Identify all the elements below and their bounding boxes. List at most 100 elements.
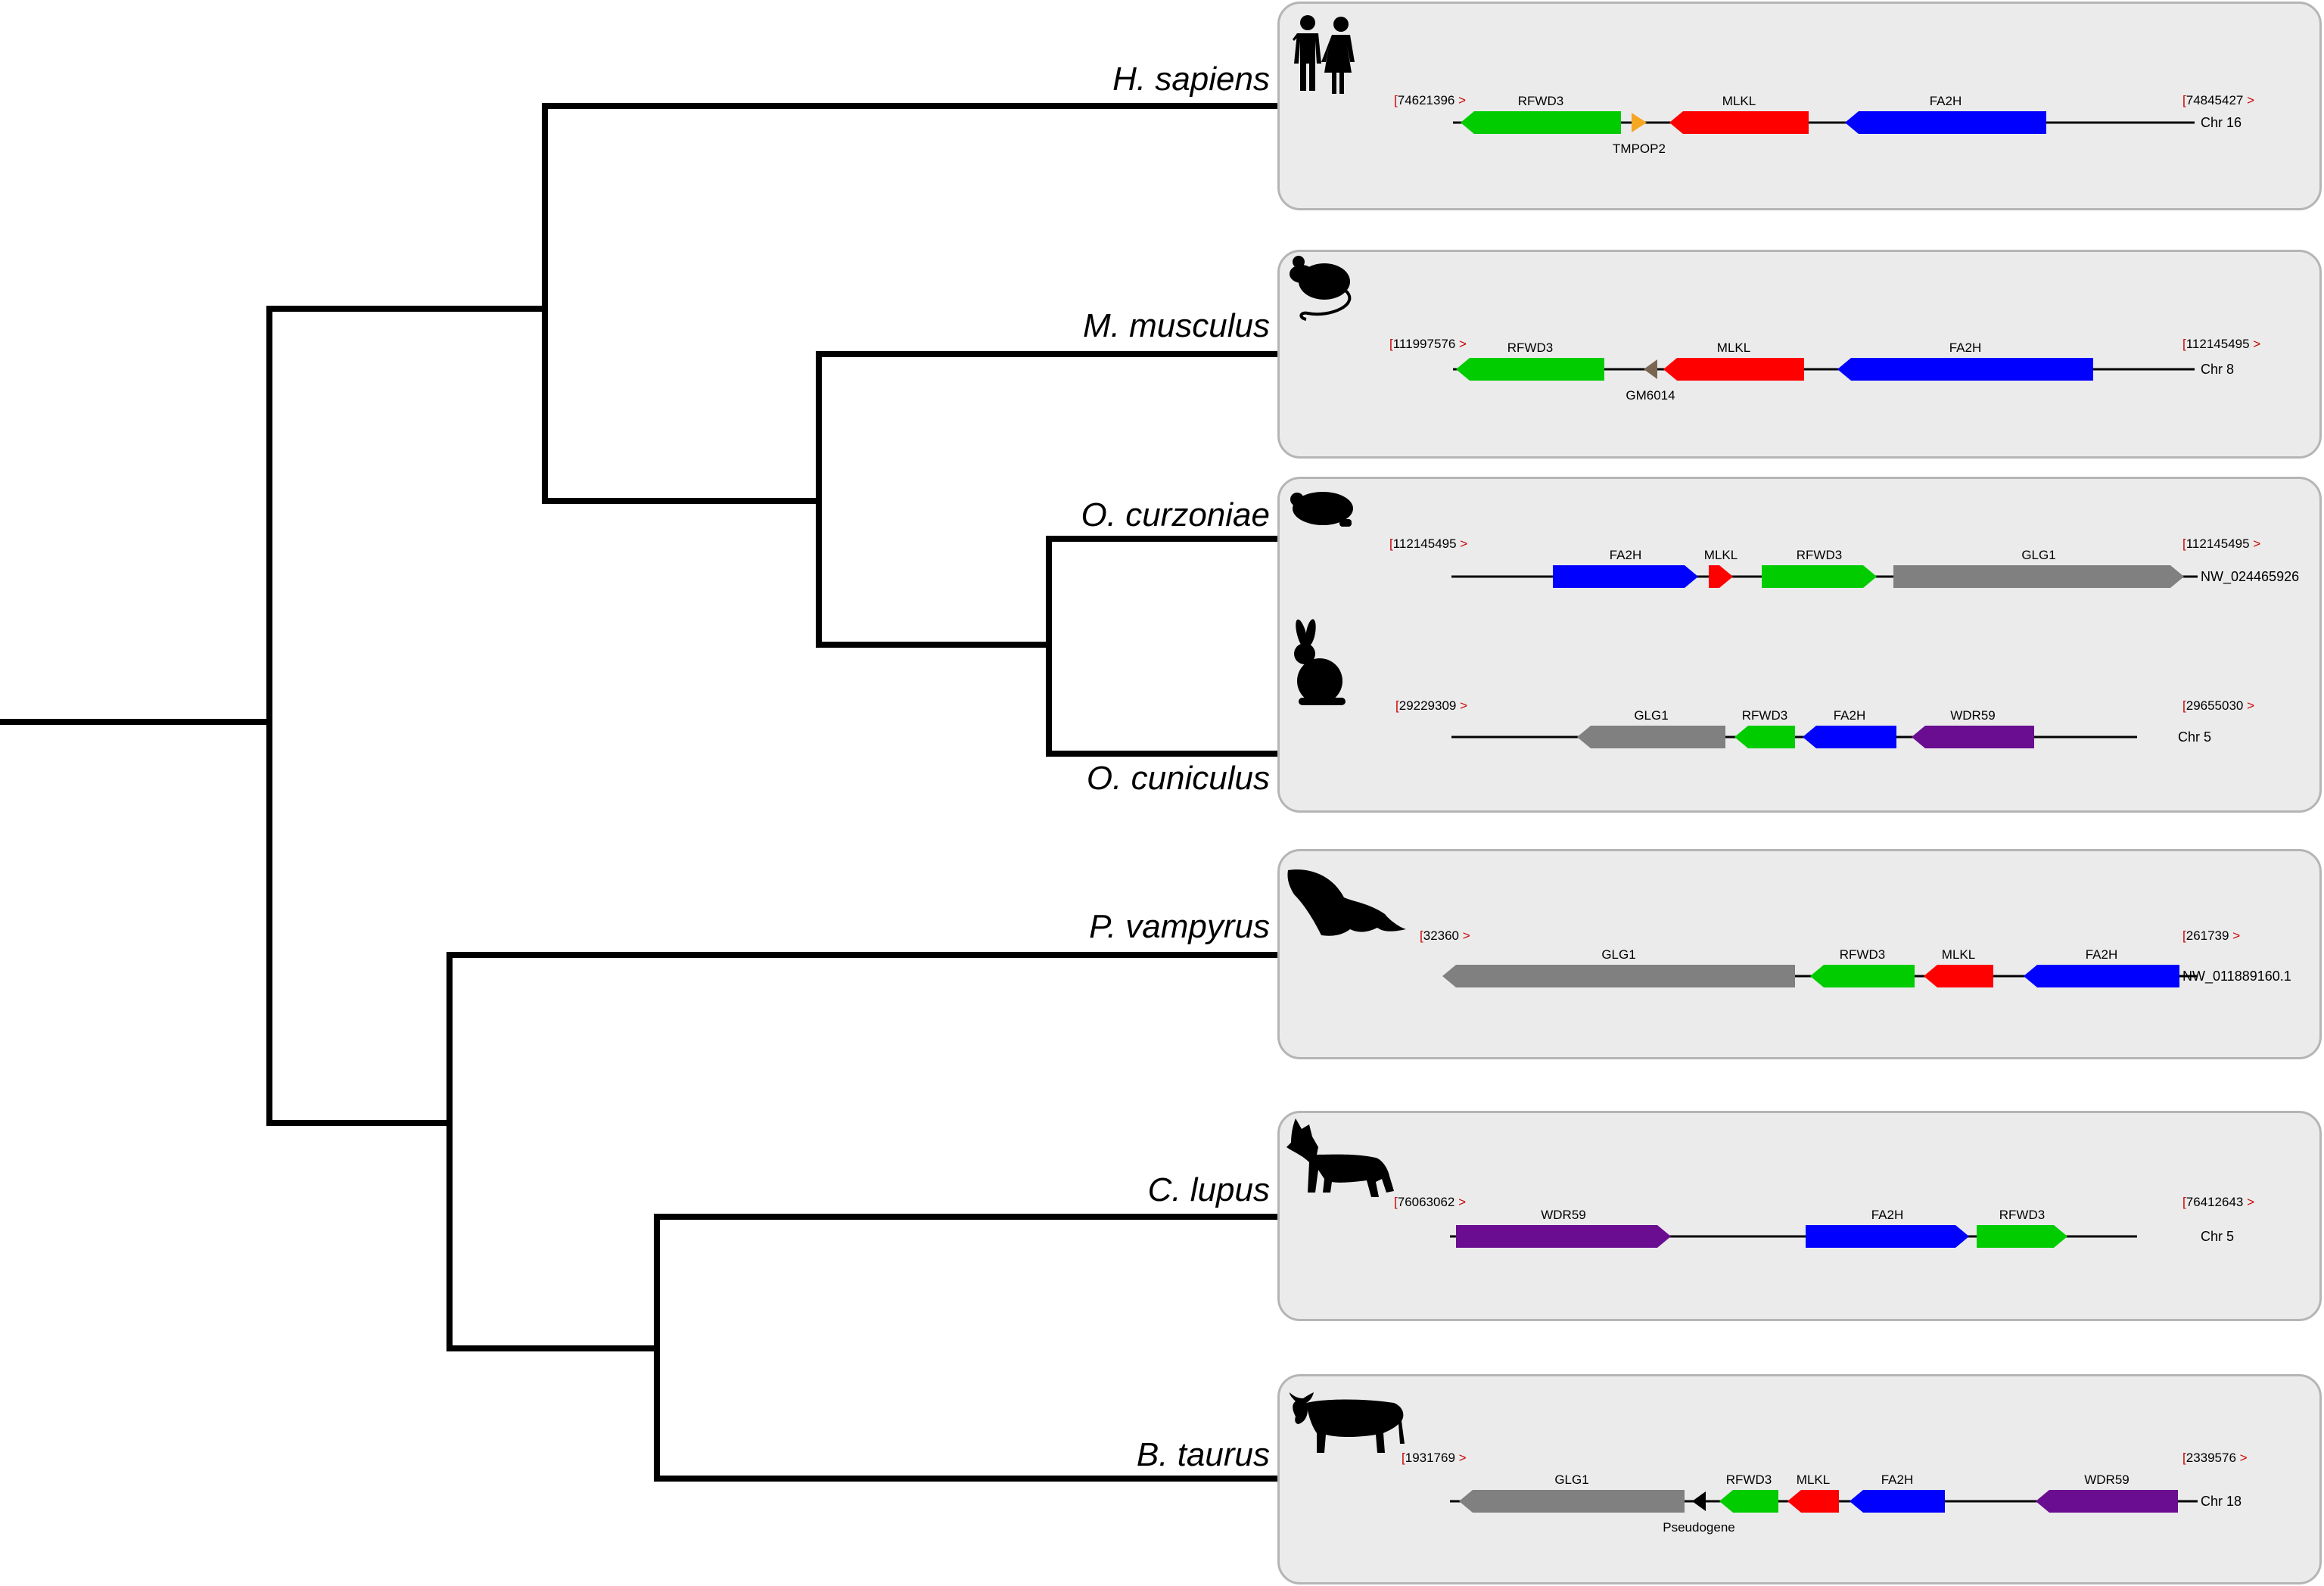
gene-arrow-tmpop2-h-sapiens [1632, 113, 1647, 132]
bat-icon [1287, 869, 1406, 936]
species-label-h-sapiens: H. sapiens [1112, 61, 1270, 98]
mouse-icon [1290, 256, 1352, 321]
species-label-o-cuniculus: O. cuniculus [1086, 760, 1270, 797]
human-icon [1293, 15, 1355, 94]
gene-label-fa2h-c-lupus: FA2H [1871, 1208, 1904, 1222]
gene-arrow-rfwd3-p-vampyrus [1810, 965, 1915, 987]
phylogenetic-tree [0, 103, 1280, 1482]
start-coordinate-b-taurus: [1931769 > [1402, 1451, 1467, 1465]
gene-label-fa2h-o-curzoniae: FA2H [1610, 548, 1642, 562]
gene-arrow-glg1-b-taurus [1459, 1490, 1685, 1513]
gene-arrow-pseudogene-b-taurus [1692, 1491, 1706, 1511]
chromosome-label-b-taurus: Chr 18 [2201, 1494, 2242, 1509]
gene-arrow-glg1-o-cuniculus [1577, 726, 1725, 748]
gene-arrow-mlkl-b-taurus [1787, 1490, 1839, 1513]
rabbit-icon [1294, 619, 1346, 705]
species-label-b-taurus: B. taurus [1136, 1436, 1270, 1473]
gene-arrow-rfwd3-c-lupus [1977, 1225, 2067, 1248]
end-coordinate-o-curzoniae: [112145495 > [2182, 536, 2260, 551]
synteny-panel-h-sapiens [1277, 2, 2322, 210]
species-label-o-curzoniae: O. curzoniae [1081, 496, 1270, 533]
gene-label-tmpop2-h-sapiens: TMPOP2 [1613, 141, 1666, 156]
chromosome-label-p-vampyrus: NW_011889160.1 [2182, 969, 2291, 984]
gene-label-glg1-o-cuniculus: GLG1 [1634, 708, 1668, 723]
chromosome-label-o-curzoniae: NW_024465926 [2201, 569, 2299, 585]
gene-label-glg1-p-vampyrus: GLG1 [1601, 947, 1635, 962]
gene-label-fa2h-b-taurus: FA2H [1881, 1472, 1914, 1487]
dog-icon [1286, 1118, 1394, 1197]
gene-arrow-mlkl-o-curzoniae [1709, 565, 1733, 588]
gene-label-glg1-o-curzoniae: GLG1 [2021, 548, 2055, 562]
gene-label-mlkl-o-curzoniae: MLKL [1704, 548, 1738, 562]
chromosome-label-c-lupus: Chr 5 [2201, 1229, 2234, 1244]
cow-icon [1290, 1392, 1405, 1453]
start-coordinate-o-curzoniae: [112145495 > [1389, 536, 1467, 551]
gene-label-rfwd3-o-cuniculus: RFWD3 [1742, 708, 1787, 723]
species-label-m-musculus: M. musculus [1083, 307, 1270, 344]
gene-label-pseudogene-b-taurus: Pseudogene [1663, 1520, 1734, 1535]
gene-label-mlkl-m-musculus: MLKL [1717, 341, 1750, 355]
gene-label-wdr59-b-taurus: WDR59 [2084, 1472, 2130, 1487]
gene-arrow-rfwd3-h-sapiens [1461, 111, 1621, 134]
gene-label-rfwd3-m-musculus: RFWD3 [1507, 341, 1553, 355]
gene-label-mlkl-p-vampyrus: MLKL [1942, 947, 1975, 962]
chromosome-label-o-cuniculus: Chr 5 [2178, 729, 2211, 745]
gene-arrow-glg1-p-vampyrus [1442, 965, 1795, 987]
end-coordinate-p-vampyrus: [261739 > [2182, 928, 2240, 943]
gene-arrow-mlkl-m-musculus [1663, 358, 1804, 381]
species-label-c-lupus: C. lupus [1147, 1171, 1270, 1208]
gene-label-mlkl-b-taurus: MLKL [1797, 1472, 1830, 1487]
gene-arrow-fa2h-p-vampyrus [2024, 965, 2179, 987]
chromosome-label-m-musculus: Chr 8 [2201, 362, 2234, 377]
gene-label-fa2h-m-musculus: FA2H [1949, 341, 1982, 355]
end-coordinate-m-musculus: [112145495 > [2182, 337, 2260, 351]
gene-label-rfwd3-p-vampyrus: RFWD3 [1840, 947, 1885, 962]
end-coordinate-b-taurus: [2339576 > [2182, 1451, 2248, 1465]
end-coordinate-c-lupus: [76412643 > [2182, 1195, 2254, 1209]
gene-arrow-mlkl-p-vampyrus [1924, 965, 1993, 987]
gene-label-fa2h-h-sapiens: FA2H [1930, 94, 1962, 108]
chromosome-label-h-sapiens: Chr 16 [2201, 115, 2242, 130]
gene-arrow-fa2h-h-sapiens [1845, 111, 2046, 134]
synteny-panel-m-musculus [1277, 250, 2322, 459]
gene-arrow-wdr59-o-cuniculus [1912, 726, 2034, 748]
gene-arrow-fa2h-m-musculus [1837, 358, 2093, 381]
start-coordinate-p-vampyrus: [32360 > [1420, 928, 1470, 943]
synteny-panel-b-taurus [1277, 1374, 2322, 1584]
start-coordinate-m-musculus: [111997576 > [1389, 337, 1467, 351]
species-label-p-vampyrus: P. vampyrus [1089, 908, 1270, 945]
gene-arrow-wdr59-b-taurus [2036, 1490, 2178, 1513]
gene-arrow-wdr59-c-lupus [1456, 1225, 1671, 1248]
gene-label-fa2h-p-vampyrus: FA2H [2086, 947, 2118, 962]
gene-label-wdr59-c-lupus: WDR59 [1541, 1208, 1586, 1222]
gene-label-wdr59-o-cuniculus: WDR59 [1950, 708, 1996, 723]
synteny-panel-c-lupus [1277, 1111, 2322, 1321]
gene-arrow-gm6014-m-musculus [1644, 359, 1657, 379]
gene-label-gm6014-m-musculus: GM6014 [1626, 388, 1675, 403]
gene-label-rfwd3-c-lupus: RFWD3 [1999, 1208, 2045, 1222]
end-coordinate-o-cuniculus: [29655030 > [2182, 698, 2254, 713]
synteny-panel-p-vampyrus [1277, 849, 2322, 1059]
gene-arrow-mlkl-h-sapiens [1669, 111, 1809, 134]
gene-arrow-rfwd3-o-cuniculus [1734, 726, 1795, 748]
start-coordinate-c-lupus: [76063062 > [1394, 1195, 1466, 1209]
synteny-panel-lagomorphs [1277, 477, 2322, 813]
start-coordinate-o-cuniculus: [29229309 > [1395, 698, 1467, 713]
gene-arrow-fa2h-b-taurus [1850, 1490, 1945, 1513]
start-coordinate-h-sapiens: [74621396 > [1394, 93, 1466, 107]
gene-arrow-fa2h-o-curzoniae [1553, 565, 1698, 588]
gene-arrow-glg1-o-curzoniae [1893, 565, 2184, 588]
gene-label-rfwd3-o-curzoniae: RFWD3 [1797, 548, 1842, 562]
gene-arrow-rfwd3-b-taurus [1719, 1490, 1778, 1513]
gene-arrow-rfwd3-o-curzoniae [1762, 565, 1877, 588]
gene-label-fa2h-o-cuniculus: FA2H [1834, 708, 1866, 723]
gene-label-rfwd3-b-taurus: RFWD3 [1726, 1472, 1772, 1487]
gene-label-rfwd3-h-sapiens: RFWD3 [1518, 94, 1563, 108]
gene-arrow-fa2h-o-cuniculus [1803, 726, 1896, 748]
gene-label-mlkl-h-sapiens: MLKL [1722, 94, 1756, 108]
pika-icon [1290, 492, 1353, 527]
end-coordinate-h-sapiens: [74845427 > [2182, 93, 2254, 107]
gene-arrow-rfwd3-m-musculus [1456, 358, 1604, 381]
